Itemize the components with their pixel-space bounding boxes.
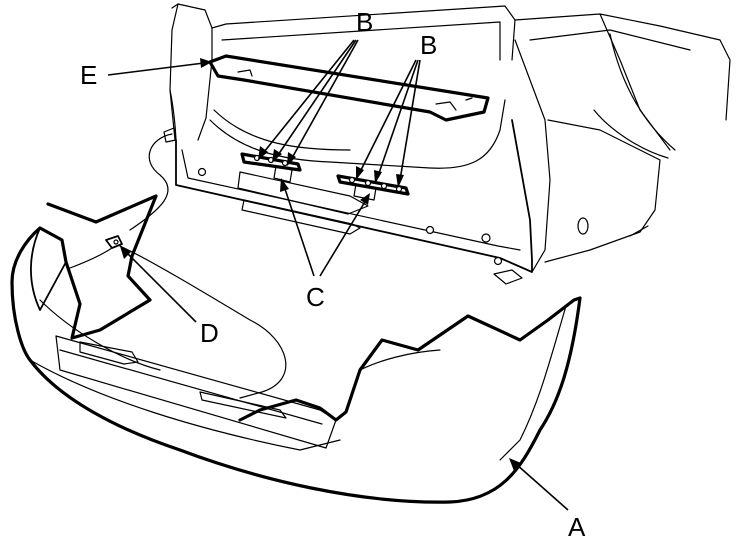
leader-d <box>125 251 197 323</box>
arrowhead-c-left <box>280 178 289 192</box>
arrowhead-b-left-3 <box>287 152 296 166</box>
arrowhead-d <box>120 246 131 259</box>
arrowhead-a <box>509 458 521 471</box>
callout-c: C <box>306 282 325 312</box>
side-retainers <box>240 152 410 201</box>
callout-leaders <box>107 39 569 511</box>
upper-bumper-bracket <box>208 54 490 122</box>
leader-b-right-1 <box>359 59 417 173</box>
arrowhead-c-right <box>360 193 370 205</box>
callout-a: A <box>568 512 586 542</box>
arrowhead-e <box>200 58 212 68</box>
leader-b-left-2 <box>277 39 357 156</box>
leader-c-left <box>283 185 315 277</box>
vehicle-body <box>163 3 731 285</box>
leader-e <box>107 62 205 76</box>
arrowhead-b-left-1 <box>258 146 268 160</box>
callout-labels: E B B C D A <box>80 7 586 542</box>
leader-b-right-3 <box>399 59 421 181</box>
arrowhead-b-right-3 <box>396 174 404 188</box>
leader-b-left-3 <box>291 39 359 159</box>
arrowhead-b-right-2 <box>374 170 382 184</box>
callout-d: D <box>200 318 219 348</box>
callout-b-right: B <box>420 30 437 60</box>
leader-a <box>515 463 569 511</box>
arrowhead-b-right-1 <box>356 166 364 180</box>
leader-b-right-2 <box>377 59 419 177</box>
callout-e: E <box>80 60 97 90</box>
leader-c-right <box>319 199 367 277</box>
arrowhead-b-left-2 <box>272 149 282 162</box>
callout-b-left: B <box>356 7 373 37</box>
wire-harness <box>119 133 287 399</box>
leader-b-left-1 <box>263 39 355 153</box>
rear-bumper <box>10 194 582 504</box>
